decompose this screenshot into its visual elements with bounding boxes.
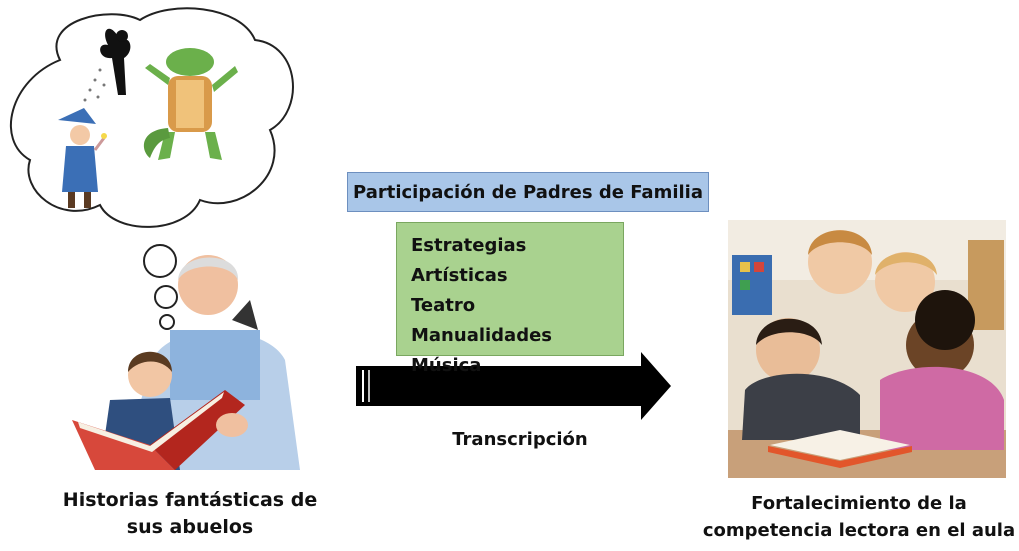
- right-caption-line: Fortalecimiento de la: [751, 493, 967, 514]
- thought-bubble-large: [143, 244, 177, 278]
- crocodile-figure: [143, 48, 238, 160]
- wizard-figure: [58, 108, 107, 208]
- parents-participation-box: Participación de Padres de Familia: [347, 172, 709, 212]
- strategy-item: Teatro: [411, 295, 476, 316]
- left-caption-line: sus abuelos: [126, 516, 254, 538]
- arrow-label: Transcripción: [452, 429, 588, 450]
- left-caption: Historias fantásticas de sus abuelos: [40, 487, 340, 541]
- strategy-item: Estrategias Artísticas: [411, 235, 527, 286]
- parents-participation-label: Participación de Padres de Familia: [353, 181, 703, 203]
- artistic-strategies-box: Estrategias Artísticas Teatro Manualidad…: [396, 222, 624, 376]
- right-caption-line: competencia lectora en el aula: [702, 520, 1016, 541]
- strategy-item: Manualidades: [411, 325, 553, 346]
- left-caption-line: Historias fantásticas de: [62, 489, 318, 511]
- transcription-arrow: [356, 352, 671, 420]
- thought-bubble-medium: [154, 285, 178, 309]
- fairy-figure: [83, 28, 131, 102]
- right-caption: Fortalecimiento de la competencia lector…: [700, 490, 1018, 544]
- grandfather-reading-photo: [72, 255, 300, 470]
- strategy-item: Música: [411, 355, 482, 376]
- thought-bubble-small: [159, 314, 175, 330]
- thought-cloud: [9, 7, 294, 228]
- kids-reading-photo: [728, 220, 1006, 478]
